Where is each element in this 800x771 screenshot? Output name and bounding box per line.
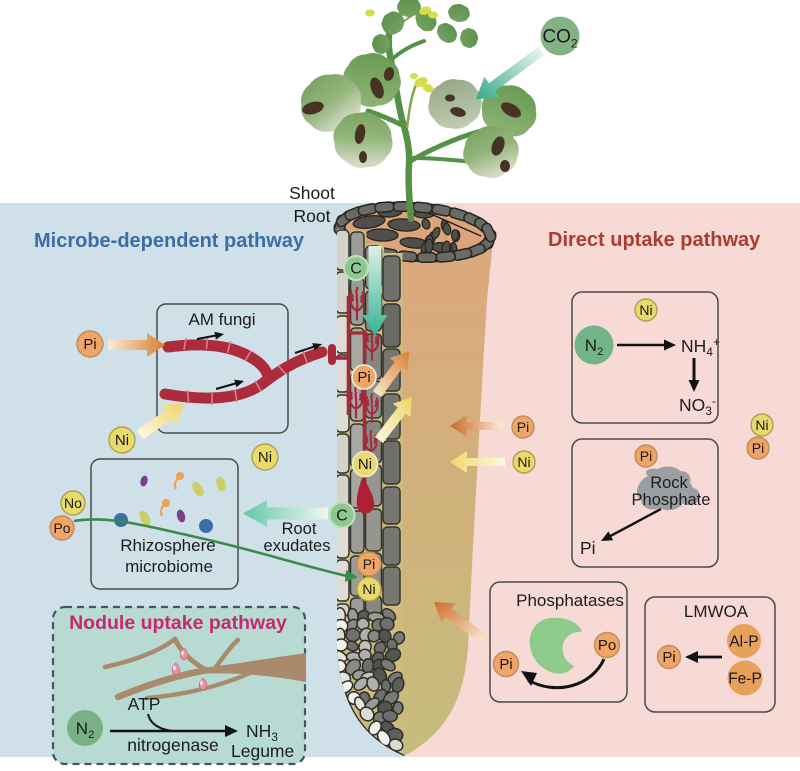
svg-text:Ni: Ni [358, 456, 372, 473]
svg-text:Ni: Ni [755, 417, 768, 433]
svg-text:ATP: ATP [128, 694, 161, 714]
svg-text:No: No [64, 495, 82, 511]
svg-text:Ni: Ni [639, 302, 652, 318]
svg-text:Ni: Ni [517, 454, 530, 470]
svg-text:Phosphatases: Phosphatases [516, 591, 624, 610]
svg-text:Pi: Pi [517, 419, 529, 435]
svg-text:microbiome: microbiome [125, 557, 213, 576]
svg-text:Pi: Pi [499, 656, 512, 673]
svg-text:C: C [350, 261, 362, 278]
svg-text:Root: Root [294, 206, 331, 226]
svg-text:Rock: Rock [650, 474, 688, 492]
svg-text:Pi: Pi [662, 649, 675, 666]
svg-text:Phosphate: Phosphate [632, 491, 711, 509]
svg-text:Ni: Ni [362, 581, 375, 597]
svg-text:exudates: exudates [264, 537, 331, 555]
svg-text:Legume: Legume [231, 741, 294, 761]
svg-text:NH3: NH3 [246, 721, 278, 744]
svg-text:Al-P: Al-P [729, 633, 758, 650]
svg-text:Nodule uptake pathway: Nodule uptake pathway [69, 612, 287, 634]
svg-text:Fe-P: Fe-P [728, 670, 762, 687]
svg-text:Microbe-dependent pathway: Microbe-dependent pathway [34, 230, 305, 252]
svg-text:LMWOA: LMWOA [684, 602, 749, 621]
svg-text:Direct uptake pathway: Direct uptake pathway [548, 229, 761, 251]
svg-text:Po: Po [598, 637, 616, 654]
svg-text:C: C [336, 508, 348, 525]
svg-text:Pi: Pi [83, 336, 96, 353]
svg-text:Pi: Pi [363, 556, 375, 572]
svg-text:Ni: Ni [258, 449, 272, 466]
svg-text:Rhizosphere: Rhizosphere [120, 536, 215, 555]
svg-text:AM fungi: AM fungi [188, 310, 255, 329]
svg-text:Pi: Pi [357, 369, 370, 386]
svg-text:Pi: Pi [580, 538, 596, 558]
svg-text:nitrogenase: nitrogenase [127, 735, 218, 755]
svg-text:Shoot: Shoot [289, 183, 335, 203]
svg-text:Po: Po [53, 520, 70, 536]
svg-text:Pi: Pi [752, 440, 764, 456]
svg-text:Root: Root [282, 520, 317, 538]
svg-text:Ni: Ni [115, 432, 129, 449]
svg-text:Pi: Pi [640, 448, 652, 464]
